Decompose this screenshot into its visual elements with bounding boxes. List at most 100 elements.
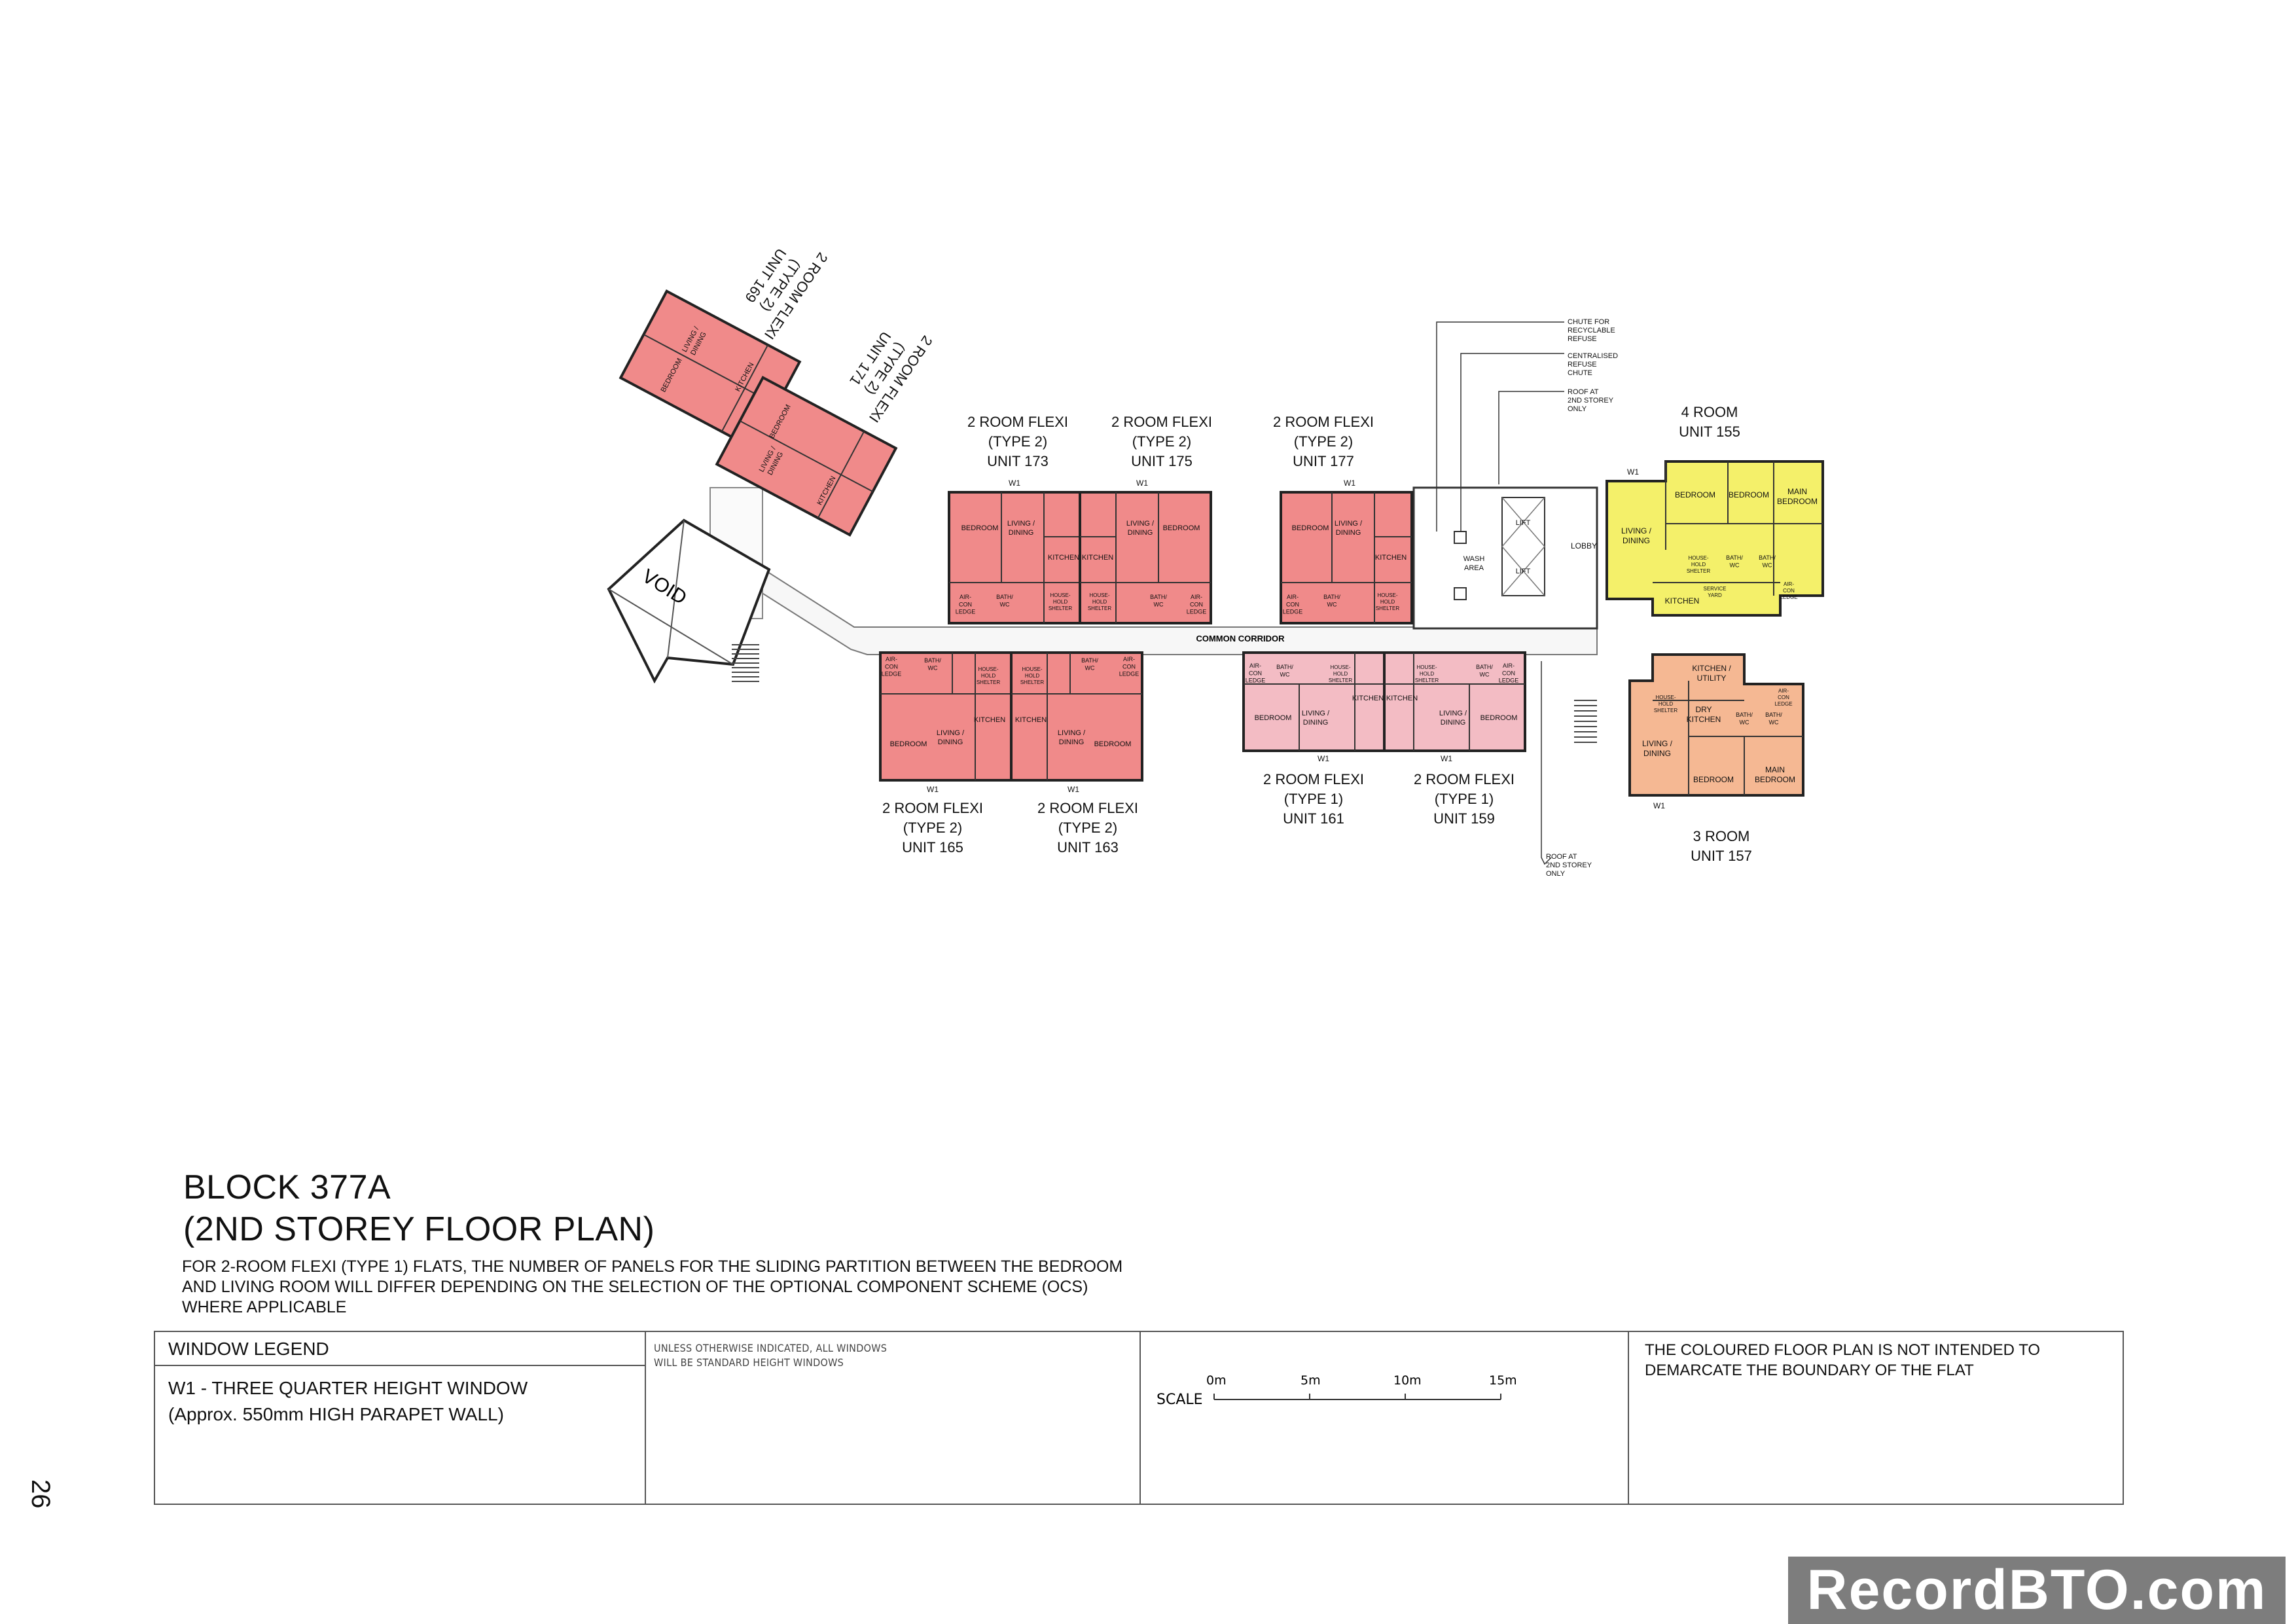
scale-tick-5: 5m [1300, 1373, 1321, 1388]
unit-155-room-label-line: BEDROOM [1777, 497, 1818, 506]
standard-window-note: UNLESS OTHERWISE INDICATED, ALL WINDOWS … [654, 1342, 888, 1369]
unit-161-room-label-line: WC [1280, 671, 1290, 677]
unit-163-room-label-line: LEDGE [1119, 671, 1139, 677]
unit-165-room-label-line: WC [928, 664, 938, 671]
unit-173-room-label-line: LIVING / [1007, 520, 1035, 528]
scale-ticks: 0m 5m 10m 15m [1206, 1373, 1517, 1399]
unit-177-room-label: KITCHEN [1375, 554, 1407, 562]
unit-177-room-label-line: SHELTER [1376, 605, 1400, 611]
unit-173-room-label-line: BEDROOM [961, 524, 999, 532]
unit-175-room-label-line: BATH/ [1150, 594, 1167, 600]
unit-159-room-label: KITCHEN [1386, 695, 1418, 702]
unit-173-room-label: BATH/WC [996, 594, 1013, 607]
w1-parapet-note: (Approx. 550mm HIGH PARAPET WALL) [168, 1404, 504, 1424]
unit-163-room-label-line: LIVING / [1058, 729, 1086, 737]
unit-155-room-label-line: BATH/ [1726, 554, 1743, 561]
unit-155-window-label: W1 [1627, 467, 1639, 477]
unit-163-room-label-line: BEDROOM [1094, 740, 1132, 748]
unit-157-room-label-line: HOLD [1659, 701, 1673, 707]
centralised-chute-label-line: CHUTE [1568, 369, 1592, 377]
centralised-chute-label-line: REFUSE [1568, 361, 1597, 369]
unit-155-room-label-line: HOUSE- [1688, 555, 1708, 561]
unit-159-type-label-line: UNIT 159 [1433, 810, 1495, 827]
unit-159-outline [1383, 651, 1526, 752]
unit-165-room-label-line: BEDROOM [890, 740, 927, 748]
unit-165-room-label-line: BATH/ [924, 657, 941, 664]
unit-155-room-label-line: DINING [1623, 536, 1650, 545]
unit-165-type-label: 2 ROOM FLEXI(TYPE 2)UNIT 165 [882, 800, 983, 856]
unit-163-room-label: KITCHEN [1015, 716, 1047, 724]
unit-157-room-label-line: LIVING / [1642, 739, 1673, 748]
unit-165-room-label-line: LIVING / [937, 729, 965, 737]
unit-163-room-label-line: CON [1122, 663, 1136, 670]
unit-175-room-label-line: HOUSE- [1089, 592, 1109, 598]
unit-163-room-label: BEDROOM [1094, 740, 1132, 748]
unit-173-room-label-line: WC [1000, 601, 1010, 607]
unit-177-room-label-line: BATH/ [1323, 594, 1340, 600]
roof-label-top-line: ONLY [1568, 405, 1587, 413]
unit-175-room-label-line: HOLD [1092, 599, 1107, 605]
unit-163-room-label-line: SHELTER [1020, 679, 1045, 685]
lift-cross [1501, 497, 1545, 547]
unit-177-type-label: 2 ROOM FLEXI(TYPE 2)UNIT 177 [1273, 414, 1374, 469]
unit-175-room-label-line: W1 [1136, 478, 1148, 488]
unit-161-room-label: BEDROOM [1255, 714, 1292, 722]
window-legend-cell: WINDOW LEGEND W1 - THREE QUARTER HEIGHT … [155, 1332, 646, 1504]
void-cross-2 [667, 520, 685, 659]
storey-name: (2ND STOREY FLOOR PLAN) [183, 1210, 655, 1248]
unit-159-room-label: BATH/WC [1476, 664, 1493, 677]
unit-161-room-label-line: CON [1249, 670, 1262, 676]
unit-175-room-label-line: WC [1154, 601, 1164, 607]
unit-159-type-label-line: 2 ROOM FLEXI [1414, 771, 1515, 787]
unit-159-type-label-line: (TYPE 1) [1435, 791, 1494, 807]
unit-175-room-label-line: AIR- [1191, 594, 1202, 600]
unit-155-room-label-line: HOLD [1691, 562, 1706, 568]
recyclable-chute [1454, 531, 1467, 544]
window-legend-header: WINDOW LEGEND [155, 1332, 645, 1366]
unit-155-type-label-line: 4 ROOM [1681, 404, 1738, 420]
unit-161-room-label-line: SHELTER [1329, 677, 1353, 683]
unit-177-room-label: LIVING /DINING [1335, 520, 1363, 537]
unit-161-room-label-line: BATH/ [1276, 664, 1293, 670]
unit-159-room-label-line: DINING [1441, 719, 1466, 727]
unit-173-type-label-line: UNIT 173 [987, 453, 1049, 469]
unit-159-room-label-line: AIR- [1503, 662, 1515, 669]
unit-165-room-label: BEDROOM [890, 740, 927, 748]
unit-165-type-label-line: (TYPE 2) [903, 820, 962, 836]
unit-165-room-label: BATH/WC [924, 657, 941, 671]
unit-175-type-label-line: 2 ROOM FLEXI [1111, 414, 1212, 430]
unit-155-room-label-line: WC [1763, 562, 1772, 568]
unit-157-room-label-line: HOUSE- [1655, 695, 1676, 700]
unit-175-room-label-line: SHELTER [1088, 605, 1112, 611]
unit-157-type-label-line: 3 ROOM [1693, 828, 1750, 844]
unit-173-room-label-line: KITCHEN [1048, 554, 1079, 562]
unit-175-room-label-line: DINING [1128, 529, 1153, 537]
unit-157-room-label-line: DINING [1643, 749, 1671, 758]
unit-163-type-label: 2 ROOM FLEXI(TYPE 2)UNIT 163 [1037, 800, 1138, 856]
unit-165-room-label: W1 [927, 785, 939, 794]
unit-161-room-label-line: BEDROOM [1255, 714, 1292, 722]
unit-177-room-label-line: AIR- [1287, 594, 1299, 600]
unit-157-room-label-line: MAIN [1765, 765, 1785, 774]
roof-label-top-line: ROOF AT [1568, 388, 1599, 396]
unit-157-room-label-line: SHELTER [1654, 708, 1678, 713]
unit-165-room-label-line: KITCHEN [974, 716, 1005, 724]
unit-157-room-label-line: UTILITY [1697, 674, 1727, 683]
unit-155-room-label-line: BEDROOM [1729, 490, 1769, 499]
roof-leader [1498, 391, 1564, 484]
unit-155-room-label: KITCHEN [1665, 596, 1700, 605]
page-number: 26 [26, 1479, 55, 1509]
unit-157-outline [1628, 653, 1804, 797]
lift-label-2-line: LIFT [1516, 568, 1531, 575]
unit-161-room-label-line: LIVING / [1302, 710, 1330, 717]
unit-157-room-label-line: AIR- [1778, 688, 1789, 694]
